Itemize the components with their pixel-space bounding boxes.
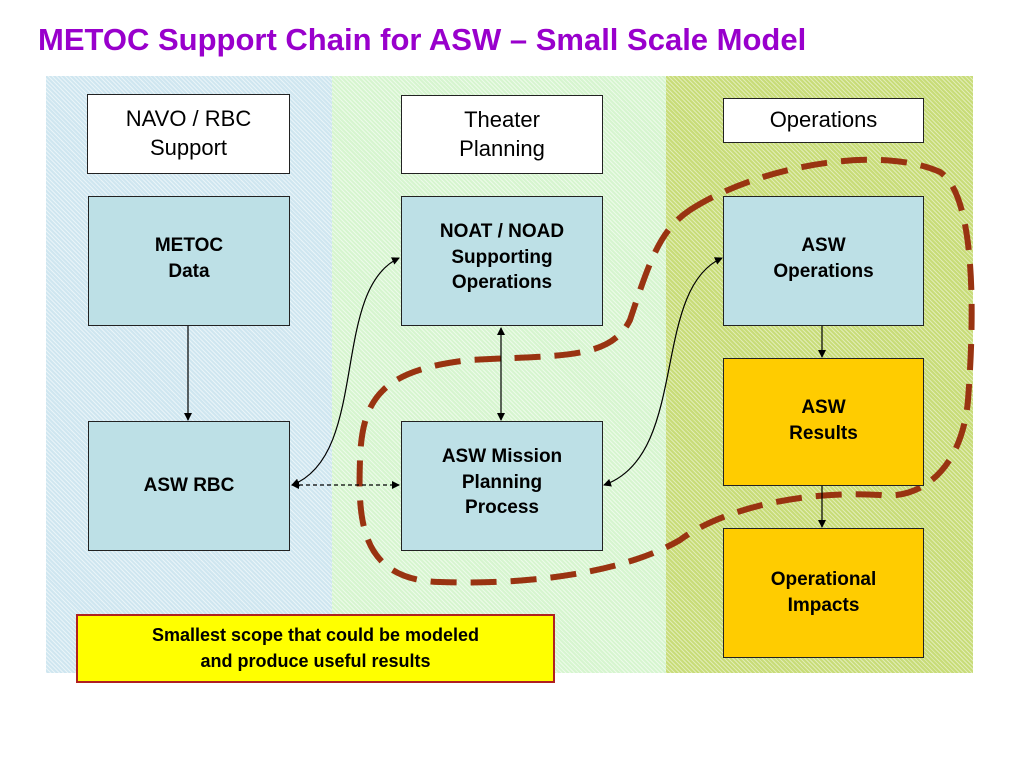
node-metoc-data: METOC Data xyxy=(88,196,290,326)
arrow-mission-operations xyxy=(603,257,723,487)
node-asw-mission-planning: ASW Mission Planning Process xyxy=(401,421,603,551)
scope-note: Smallest scope that could be modeled and… xyxy=(76,614,555,683)
node-noat-noad: NOAT / NOAD Supporting Operations xyxy=(401,196,603,326)
node-asw-rbc: ASW RBC xyxy=(88,421,290,551)
lane-navo-rbc-support xyxy=(46,76,332,673)
node-operational-impacts: Operational Impacts xyxy=(723,528,924,658)
arrow-rbc-noat xyxy=(291,257,400,487)
node-asw-operations: ASW Operations xyxy=(723,196,924,326)
header-theater-planning: Theater Planning xyxy=(401,95,603,174)
page-title: METOC Support Chain for ASW – Small Scal… xyxy=(38,22,807,57)
header-navo-rbc-support: NAVO / RBC Support xyxy=(87,94,290,174)
header-operations: Operations xyxy=(723,98,924,143)
scope-outline xyxy=(356,156,975,586)
node-asw-results: ASW Results xyxy=(723,358,924,486)
